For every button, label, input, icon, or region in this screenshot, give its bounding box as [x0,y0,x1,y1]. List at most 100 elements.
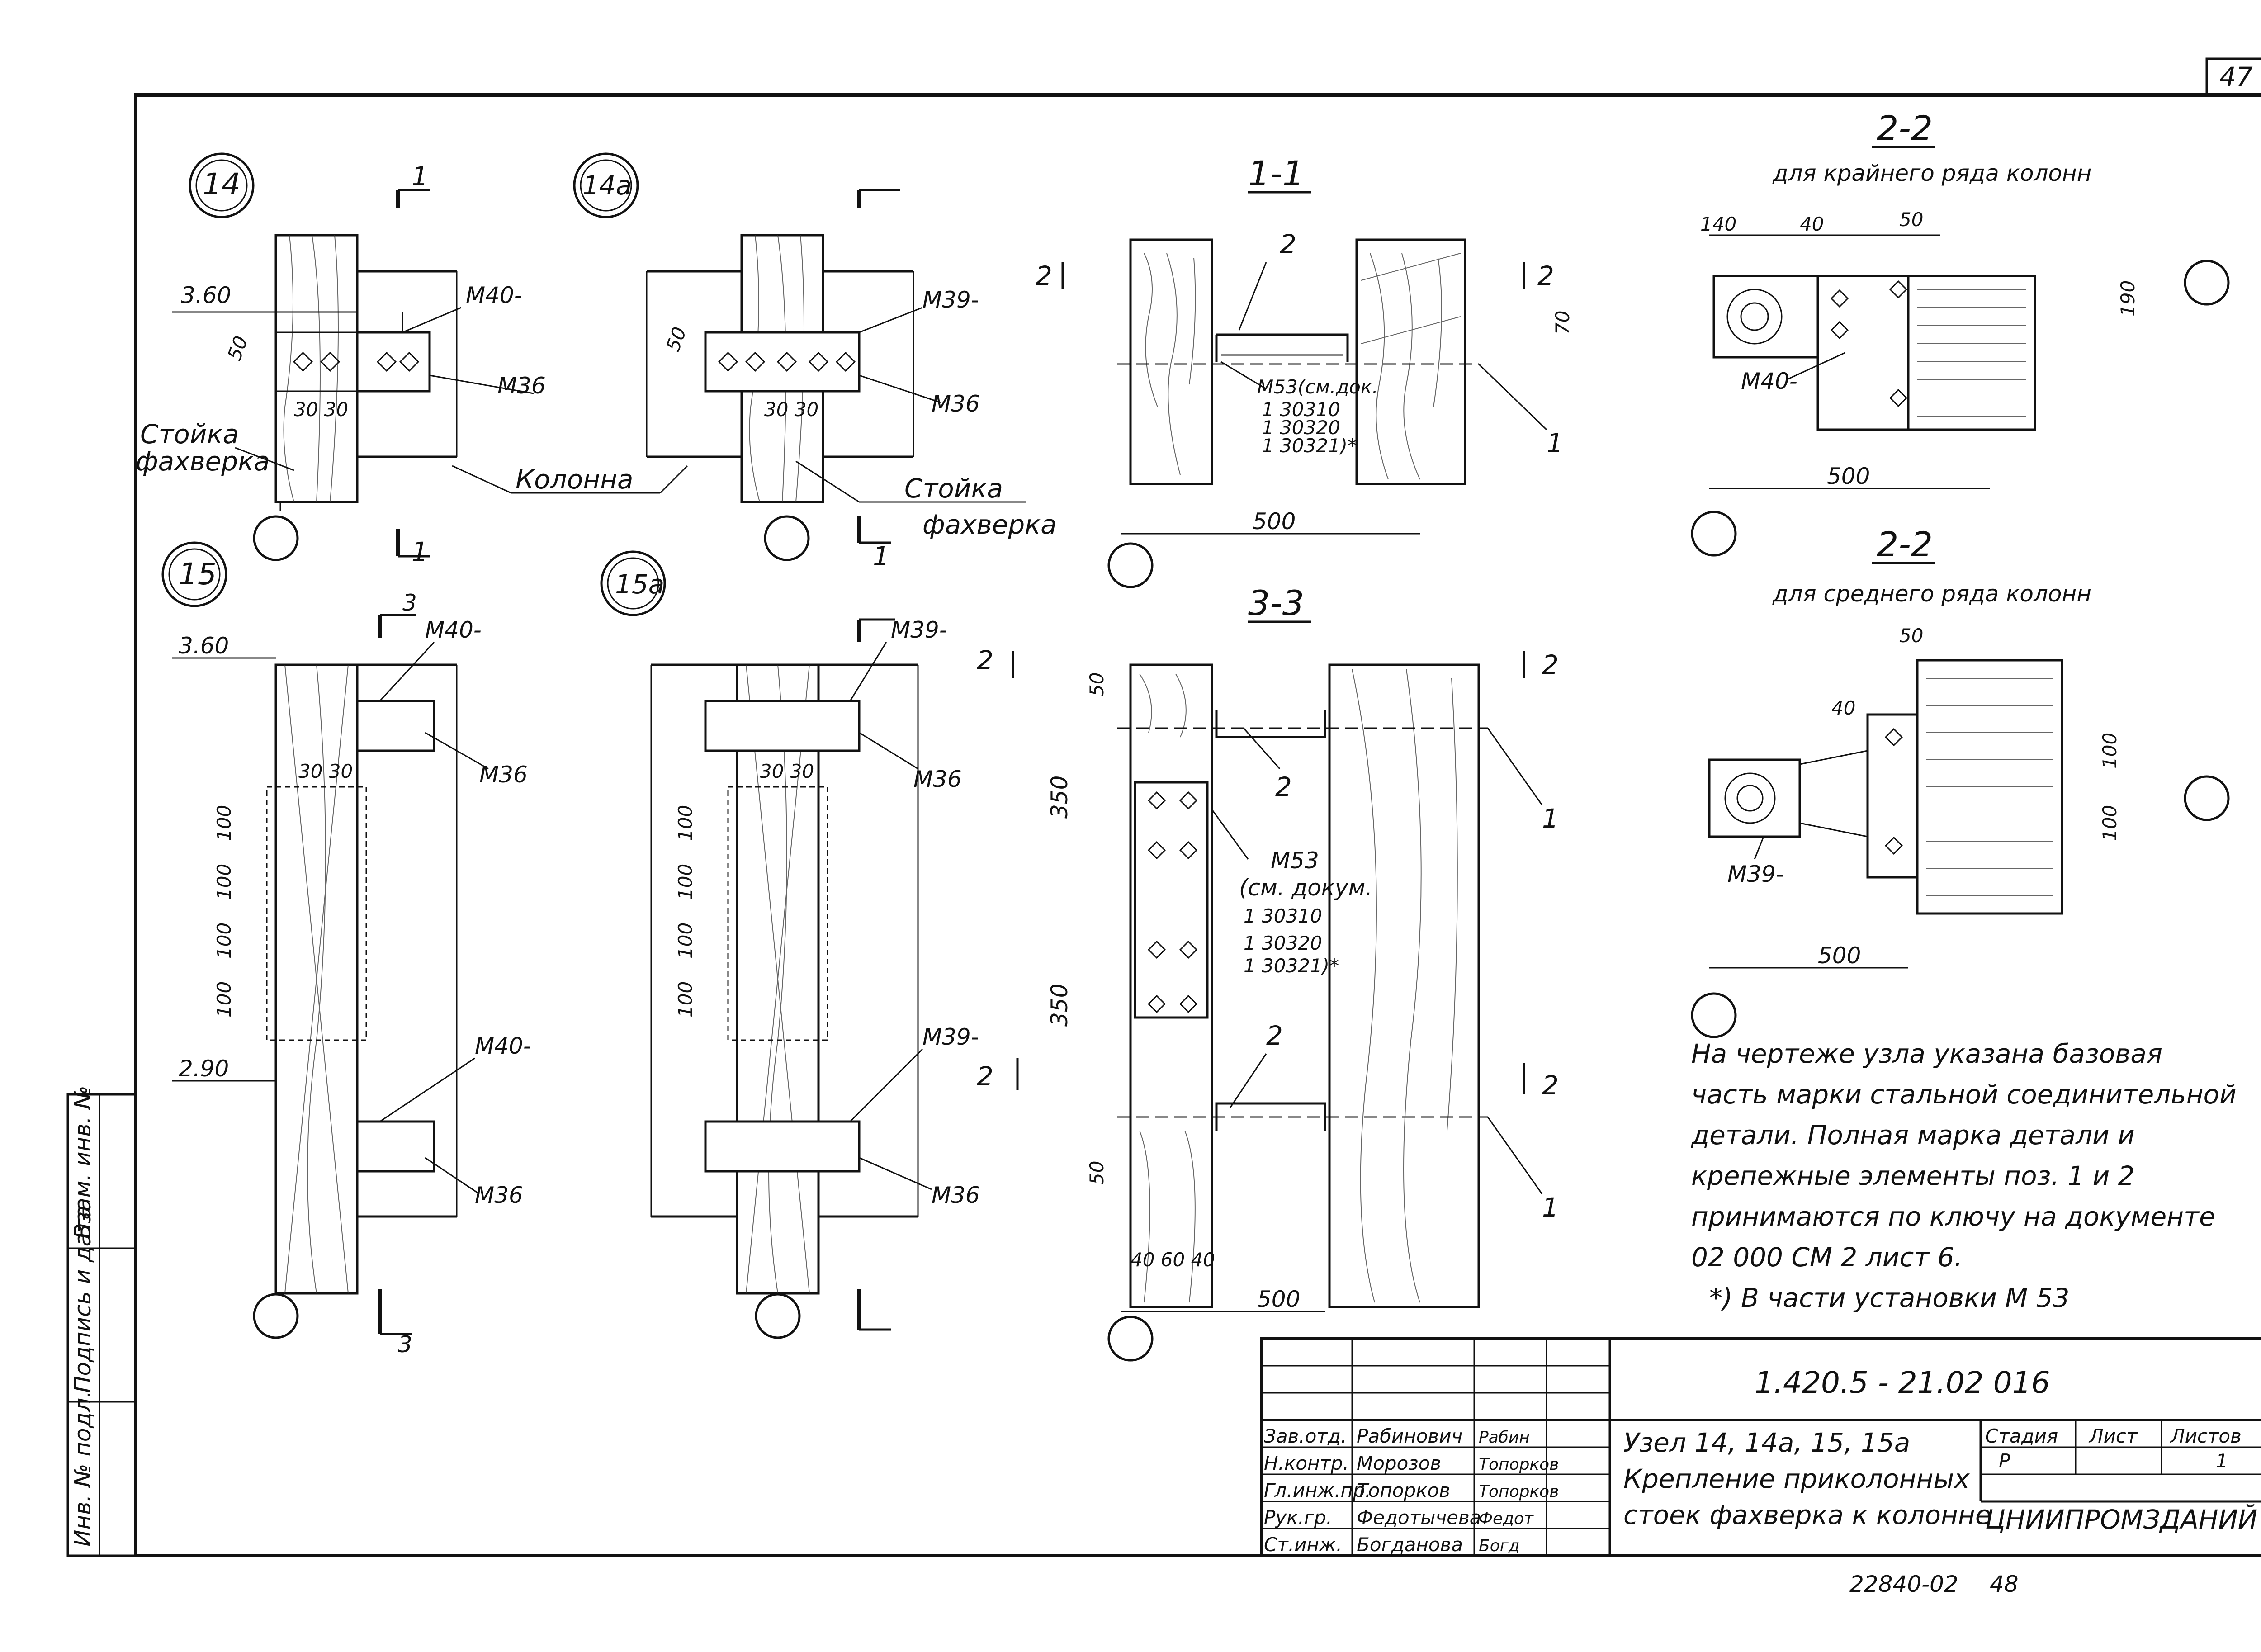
node-15a-number: 15а [615,569,664,600]
dim-100-15a-a: 100 [674,805,696,841]
note-line-5: принимаются по ключу на документе [1691,1201,2215,1232]
name-5: Богданова [1357,1534,1463,1556]
sheets-header: Листов [2170,1425,2242,1447]
role-4: Рук.гр. [1264,1506,1332,1529]
sheet-value: 1 [2216,1450,2228,1472]
label-m36-15a-a: М36 [913,766,962,792]
dim-50-22m: 50 [1899,625,1923,647]
label-m40-15a: М40- [425,617,482,643]
dim-50-33a: 50 [1086,672,1108,696]
label-m53-big-c2: 1 30320 [1244,932,1322,954]
sign-4: Федот [1479,1510,1534,1528]
label-m53-b: 1 30320 [1262,417,1340,439]
name-2: Морозов [1357,1452,1441,1474]
dim-40-22t: 40 [1800,213,1824,235]
name-1: Рабинович [1357,1425,1462,1447]
name-4: Федотычева [1357,1506,1481,1529]
label-m40-14: М40- [466,282,522,308]
stage-header: Стадия [1985,1425,2058,1447]
title-line-3: стоек фахверка к колонне [1623,1500,1991,1530]
dim-100-15c: 100 [213,923,235,959]
dim-50-14a: 50 [662,324,691,354]
dim-50-22t: 50 [1899,208,1923,231]
pos-1-11: 1 [1547,428,1563,459]
label-m53-a: 1 30310 [1262,398,1340,421]
sheet-frame [134,93,2261,1557]
role-3: Гл.инж.пр. [1264,1479,1371,1501]
label-m36-14a: М36 [932,391,980,417]
node-15a-detail: 15а 30 30 100 100 100 100 М39- М36 М39- … [600,550,980,1339]
role-5: Ст.инж. [1264,1534,1342,1556]
node-14-detail: 14 3.60 50 30 30 М40- М36 Стойка фахверк… [136,152,546,567]
label-m53-c: 1 30321)* [1262,435,1357,457]
cut-3-bot-15: 3 [398,1331,412,1358]
dim-100-15a-b: 100 [674,864,696,900]
title-line-1: Узел 14, 14а, 15, 15а [1623,1427,1910,1458]
dim-360-15: 3.60 [179,633,229,659]
bottom-number-2: 48 [1990,1571,2019,1597]
node-14a-detail: 14а 50 30 30 М39- М36 Стойка фахверка 1 [573,152,1057,572]
node-15-detail: 15 3.60 2.90 30 30 100 100 100 100 М40- … [161,541,531,1358]
dim-100-22m-b: 100 [2099,805,2121,841]
label-fakhverka-14a: фахверка [922,509,1057,540]
section-3-3: 3-3 М53 (см. докум. 1 30310 1 30320 1 30… [977,583,1559,1362]
dim-500-11: 500 [1253,508,1296,535]
dim-100-15d: 100 [213,981,235,1018]
org-name: ЦНИИПРОМЗДАНИЙ [1985,1504,2257,1535]
cut-1-bot-14a: 1 [873,541,889,572]
dim-140-22t: 140 [1700,213,1736,235]
sign-1: Рабин [1479,1428,1530,1447]
node-14a-marker [573,152,639,218]
section-2-2-mid-title: 2-2 [1877,524,1933,564]
node-15-marker [161,541,227,607]
dim-100-22m-a: 100 [2099,733,2121,769]
stage-value: Р [1999,1450,2010,1472]
pos-2-11: 2 [1280,229,1296,260]
sign-3: Топорков [1479,1482,1559,1501]
dim-500-22m: 500 [1818,942,1861,969]
cut-2-right-33a: 2 [1542,649,1559,680]
label-m53-big-c1: 1 30310 [1244,905,1322,927]
label-m39-14a: М39- [922,287,979,313]
label-m53-big-c3: 1 30321)* [1244,955,1339,977]
page-number: 47 [2219,62,2253,92]
label-m39-15a-a: М39- [891,617,947,643]
note-line-4: крепежные элементы поз. 1 и 2 [1691,1160,2135,1191]
label-m53-big: М53 [1271,847,1319,874]
note-line-1: На чертеже узла указана базовая [1691,1038,2162,1069]
dim-50-14: 50 [223,333,252,363]
label-m53-big-b: (см. докум. [1239,875,1372,901]
note-line-2: часть марки стальной соединительной [1691,1079,2237,1110]
dim-40-22m: 40 [1831,697,1855,719]
note-line-7: *) В части установки М 53 [1709,1283,2069,1313]
note-line-6: 02 000 СМ 2 лист 6. [1691,1242,1963,1273]
dim-70-22t: 70 [1551,311,1574,335]
pos-1-33a: 1 [1542,803,1559,834]
dim-3030-14: 30 30 [294,398,348,421]
doc-code: 1.420.5 - 21.02 016 [1755,1365,2050,1400]
section-1-1: 1-1 М53(см.док. 1 30310 1 30320 1 30321)… [1036,153,1563,588]
note-line-3: детали. Полная марка детали и [1691,1120,2135,1150]
pos-2-33b: 2 [1266,1020,1283,1051]
section-2-2-edge-row: 2-2 для крайнего ряда колонн 140 40 50 7… [1551,108,2230,557]
section-3-3-title: 3-3 [1248,583,1304,623]
dim-50-33b: 50 [1086,1161,1108,1185]
title-block: 1.420.5 - 21.02 016 Узел 14, 14а, 15, 15… [1260,1337,2261,1557]
pos-1-33b: 1 [1542,1192,1559,1223]
node-15-number: 15 [179,557,217,592]
bottom-number: 22840-02 [1849,1571,1958,1597]
dim-3030-15a: 30 30 [760,760,814,782]
label-m53-short: М53(см.док. [1257,376,1378,398]
label-m36-15a-b: М36 [932,1182,980,1208]
node-14-number: 14 [203,167,241,202]
dim-190-22t: 190 [2117,280,2139,317]
section-1-1-title: 1-1 [1248,153,1304,194]
label-m40-15b: М40- [475,1033,531,1059]
stamp-inv-label: Инв. № подл. [70,1391,96,1547]
dim-500-33: 500 [1257,1286,1300,1312]
role-2: Н.контр. [1264,1452,1349,1474]
sheet-header: Лист [2088,1425,2138,1447]
dim-100-15a-c: 100 [674,923,696,959]
dim-406040-33: 40 60 40 [1130,1249,1215,1271]
